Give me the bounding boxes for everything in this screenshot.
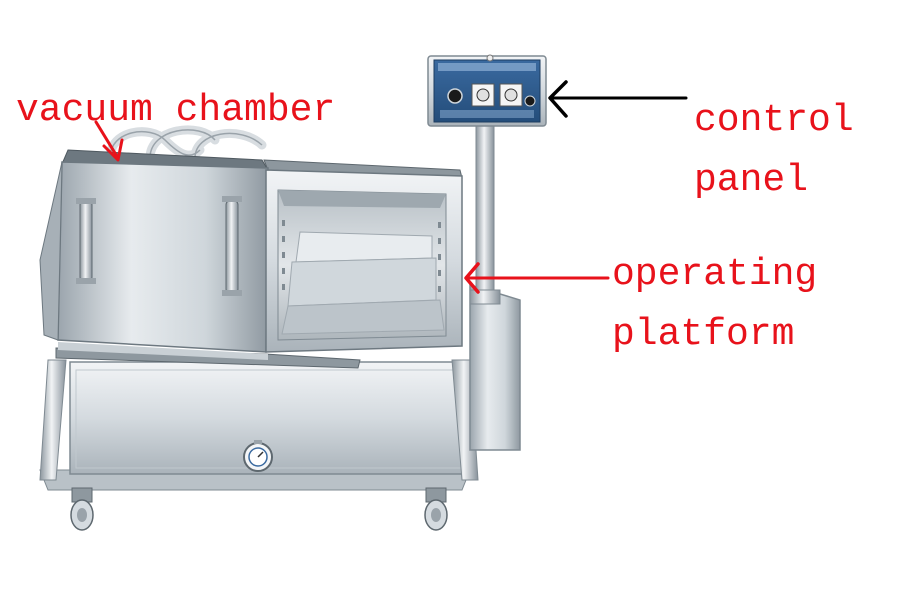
vacuum-chamber-label: vacuum chamber bbox=[16, 89, 336, 132]
control-panel-box bbox=[427, 54, 547, 127]
vacuum-chamber-lid bbox=[39, 149, 463, 353]
pressure-gauge-icon bbox=[243, 440, 273, 472]
timer-dial-icon bbox=[471, 83, 495, 107]
lid-handle-left bbox=[76, 198, 96, 284]
vacuum-chamber-arrow bbox=[94, 120, 124, 162]
operating-platform-label-line2: platform bbox=[612, 313, 795, 356]
side-housing bbox=[469, 283, 521, 451]
control-panel-pole bbox=[469, 117, 501, 305]
indicator-light-icon bbox=[486, 54, 494, 62]
vacuum-hoses-outline bbox=[109, 129, 263, 159]
lower-tray bbox=[55, 342, 361, 369]
control-panel-label-line2: panel bbox=[694, 159, 809, 202]
control-panel-arrow bbox=[548, 80, 688, 118]
platform-rail-left bbox=[282, 220, 285, 290]
caster-wheel-icon bbox=[424, 487, 448, 531]
operating-platform-arrow bbox=[464, 262, 610, 294]
caster-wheel-icon bbox=[70, 487, 94, 531]
operating-platform bbox=[265, 169, 463, 353]
timer-dial-icon bbox=[499, 83, 523, 107]
control-panel-label-line1: control bbox=[694, 99, 854, 142]
operating-platform-label-line1: operating bbox=[612, 253, 818, 296]
knob-icon bbox=[524, 95, 536, 107]
platform-rail-right bbox=[438, 222, 441, 292]
knob-icon bbox=[447, 88, 463, 104]
lid-handle-right bbox=[222, 196, 242, 296]
